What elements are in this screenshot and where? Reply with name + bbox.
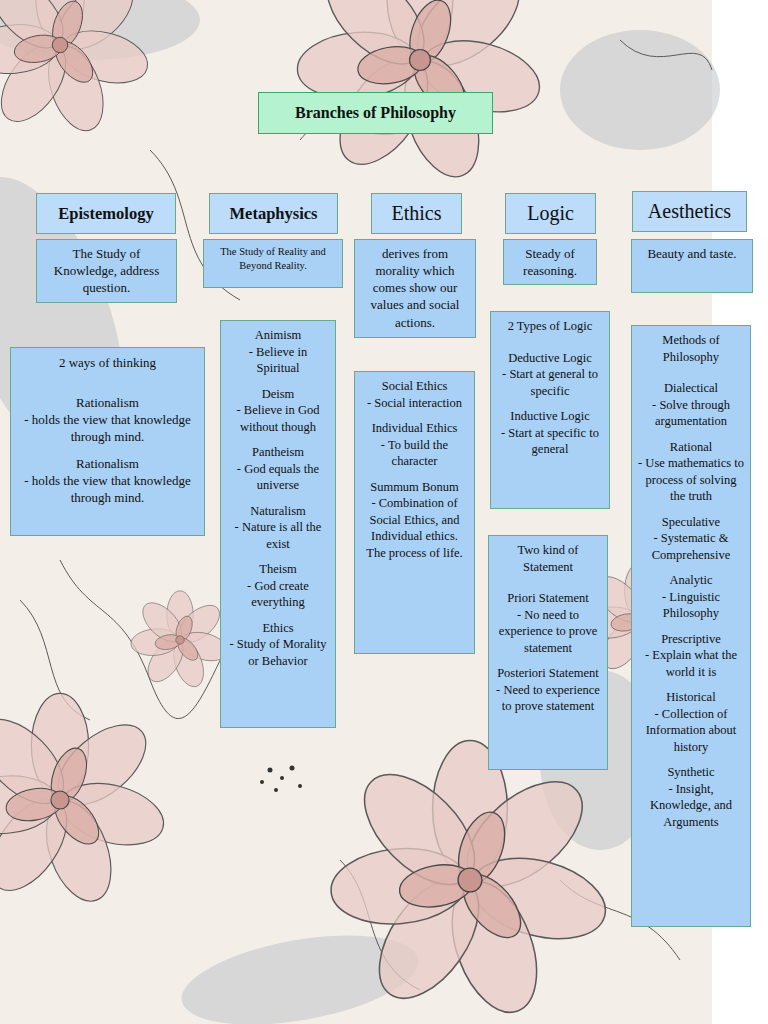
term-name: Theism	[226, 561, 330, 578]
term-definition: - Nature is all the exist	[226, 519, 330, 552]
branch-header: Logic	[505, 193, 596, 234]
term-name: Deism	[226, 386, 330, 403]
definition-box: The Study of Knowledge, address question…	[36, 239, 177, 303]
term-name: Summum Bonum	[360, 479, 469, 496]
term-name: Posteriori Statement	[494, 665, 602, 682]
term-name: Individual Ethics	[360, 420, 469, 437]
term-name: Pantheism	[226, 444, 330, 461]
topic-box: 2 ways of thinkingRationalism- holds the…	[10, 347, 205, 536]
topic-box: Social Ethics- Social interactionIndivid…	[354, 371, 475, 654]
term-definition: - Start at general to specific	[496, 366, 604, 399]
term-definition: - Systematic & Comprehensive	[637, 530, 745, 563]
term-name: Deductive Logic	[496, 350, 604, 367]
definition-box: The Study of Reality and Beyond Reality.	[203, 239, 343, 288]
flower-drawing	[328, 741, 614, 1024]
term-definition: - Explain what the world it is	[637, 647, 745, 680]
box-heading: Methods of Philosophy	[637, 332, 745, 365]
term-name: Prescriptive	[637, 631, 745, 648]
branch-header: Epistemology	[36, 193, 176, 234]
topic-box: 2 Types of LogicDeductive Logic- Start a…	[490, 311, 610, 509]
flower-drawing	[0, 693, 170, 910]
term-definition: - Start at specific to general	[496, 425, 604, 458]
term-definition: - God create everything	[226, 578, 330, 611]
box-text: Metaphysics	[215, 203, 332, 225]
term-name: Historical	[637, 689, 745, 706]
box-text: Epistemology	[42, 203, 170, 225]
term-definition: - Believe in God without though	[226, 402, 330, 435]
term-name: Rational	[637, 439, 745, 456]
term-name: Rationalism	[16, 394, 199, 411]
topic-box: Two kind of StatementPriori Statement- N…	[488, 535, 608, 770]
branch-header: Aesthetics	[632, 191, 747, 232]
definition-box: derives from morality which comes show o…	[354, 239, 476, 338]
term-definition: - To build the character	[360, 437, 469, 470]
term-definition: - holds the view that knowledge through …	[16, 411, 199, 445]
term-name: Analytic	[637, 572, 745, 589]
ink-dots	[260, 766, 302, 793]
term-name: Speculative	[637, 514, 745, 531]
definition-box: Beauty and taste.	[631, 239, 753, 293]
flower-drawing	[130, 591, 231, 691]
box-text: Steady of reasoning.	[509, 245, 591, 279]
flower-drawing	[0, 0, 153, 138]
term-definition: - Linguistic Philosophy	[637, 589, 745, 622]
box-heading: 2 Types of Logic	[496, 318, 604, 335]
branch-header: Ethics	[371, 193, 462, 234]
box-text: derives from morality which comes show o…	[360, 245, 470, 331]
topic-box: Animism- Believe in SpiritualDeism- Beli…	[220, 320, 336, 728]
box-heading: Two kind of Statement	[494, 542, 602, 575]
term-definition: - Use mathematics to process of solving …	[637, 455, 745, 505]
term-definition: - holds the view that knowledge through …	[16, 472, 199, 506]
term-name: Synthetic	[637, 764, 745, 781]
box-text: Ethics	[377, 200, 456, 226]
term-name: Priori Statement	[494, 590, 602, 607]
term-name: Rationalism	[16, 455, 199, 472]
topic-box: Methods of PhilosophyDialectical- Solve …	[631, 325, 751, 927]
box-heading: 2 ways of thinking	[16, 354, 199, 371]
box-text: Logic	[511, 200, 590, 226]
term-definition: - No need to experience to prove stateme…	[494, 607, 602, 657]
term-name: Naturalism	[226, 503, 330, 520]
term-name: Ethics	[226, 620, 330, 637]
term-definition: - Study of Morality or Behavior	[226, 636, 330, 669]
term-name: Animism	[226, 327, 330, 344]
term-name: Inductive Logic	[496, 408, 604, 425]
box-text: The Study of Reality and Beyond Reality.	[209, 245, 337, 273]
box-text: The Study of Knowledge, address question…	[42, 245, 171, 296]
term-definition: - Insight, Knowledge, and Arguments	[637, 781, 745, 831]
term-definition: - Solve through argumentation	[637, 397, 745, 430]
term-name: Social Ethics	[360, 378, 469, 395]
term-definition: - Need to experience to prove statement	[494, 682, 602, 715]
box-text: Branches of Philosophy	[264, 102, 487, 123]
box-text: Aesthetics	[638, 198, 741, 224]
term-definition: - God equals the universe	[226, 461, 330, 494]
term-definition: - Social interaction	[360, 395, 469, 412]
term-name: Dialectical	[637, 380, 745, 397]
term-definition: - Combination of Social Ethics, and Indi…	[360, 495, 469, 561]
term-definition: - Collection of Information about histor…	[637, 706, 745, 756]
branch-header: Metaphysics	[209, 193, 338, 234]
title-box: Branches of Philosophy	[258, 92, 493, 134]
term-definition: - Believe in Spiritual	[226, 344, 330, 377]
box-text: Beauty and taste.	[637, 245, 747, 262]
definition-box: Steady of reasoning.	[503, 239, 597, 285]
